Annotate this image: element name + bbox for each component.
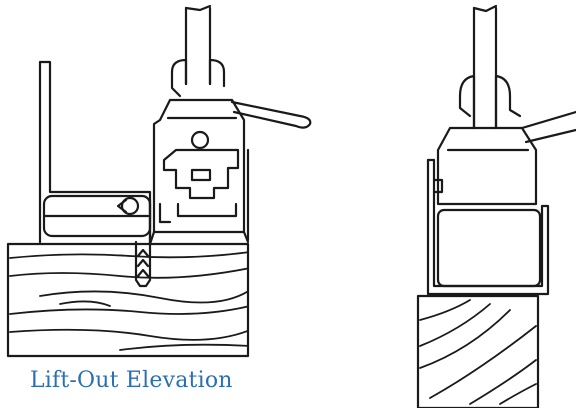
right-hatched-block [436, 208, 542, 288]
left-sash-profile [148, 4, 312, 246]
left-anchor-clip [134, 240, 152, 288]
right-glazing-bead [458, 74, 522, 130]
right-glass [472, 4, 498, 130]
caption-lift-out-elevation: Lift-Out Elevation [30, 368, 233, 393]
right-sash-profile [432, 110, 576, 206]
right-section [416, 4, 576, 408]
left-section [6, 4, 312, 358]
left-frame-profile [38, 60, 152, 246]
left-wood-sill [6, 242, 250, 358]
right-wood-jamb [416, 294, 540, 408]
right-frame-channel [426, 158, 550, 296]
